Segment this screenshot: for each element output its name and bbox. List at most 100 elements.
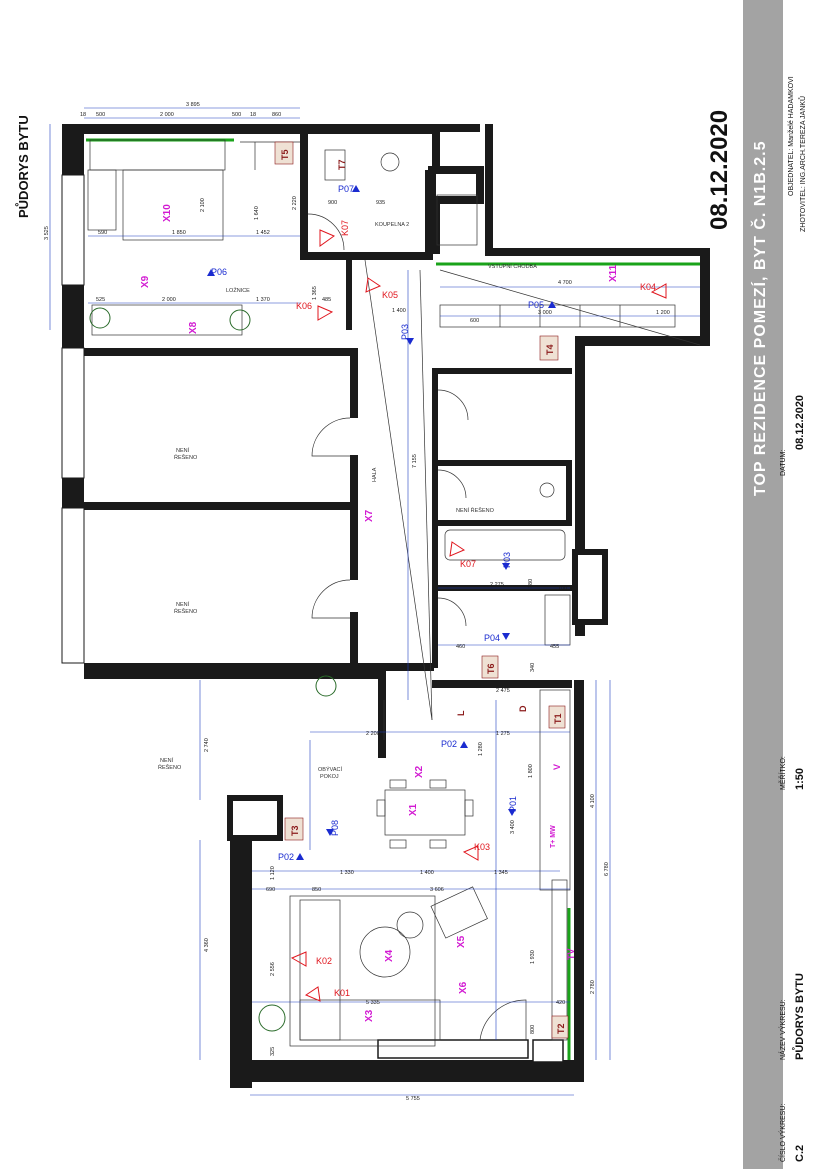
drawing-no-label: ČÍSLO VÝKRESU:: [780, 1103, 787, 1162]
dimension-label: 1 275: [496, 731, 510, 737]
dimension-label: 590: [98, 230, 107, 236]
label-p07: P07: [338, 184, 354, 194]
dimension-label: 5 335: [366, 1000, 380, 1006]
room-neni-3: NENÍ: [160, 757, 174, 764]
label-x11: X11: [608, 264, 619, 282]
label-d: D: [518, 705, 528, 712]
label-p05: P05: [528, 300, 544, 310]
label-p02b: P02: [278, 852, 294, 862]
dimension-label: 500: [96, 112, 105, 118]
label-x5: X5: [456, 935, 467, 948]
dimension-label: 18: [250, 112, 256, 118]
dimension-label: 1 280: [478, 742, 484, 756]
label-k07a: K07: [340, 220, 350, 236]
label-k01: K01: [334, 988, 350, 998]
drawing-name-label: NÁZEV VÝKRESU:: [780, 999, 787, 1060]
dimension-label: 6 780: [604, 862, 610, 876]
dimension-label: 2 780: [590, 980, 596, 994]
dimension-label: 3 895: [186, 102, 200, 108]
dimension-label: 1 850: [172, 230, 186, 236]
label-p01: P01: [508, 796, 518, 812]
label-k04: K04: [640, 282, 656, 292]
dimension-label: 460: [456, 644, 465, 650]
drawing-no-value: C.2: [794, 1144, 806, 1162]
label-tmw: T+ MW: [550, 825, 557, 848]
tag-labels: T5 T1 T3 T2 T4 T6 T7 TV T+ MW V L D: [274, 141, 576, 1039]
dimension-label: 1 365: [312, 286, 318, 300]
label-k06: K06: [296, 301, 312, 311]
dimension-label: 3 606: [430, 887, 444, 893]
room-labels: LOŽNICE KOUPELNA 2 VSTUPNÍ CHODBA HALA O…: [158, 222, 537, 780]
dimension-label: 325: [270, 1047, 276, 1056]
walls: [61, 124, 710, 1088]
dimension-label: 4 100: [590, 794, 596, 808]
room-reseno-1: ŘEŠENO: [174, 453, 198, 461]
dimension-label: 500: [232, 112, 241, 118]
dimension-label: 600: [470, 318, 479, 324]
dimension-label: 2 275: [490, 582, 504, 588]
client-text: OBJEDNATEL: Manželé HADAMKOVI: [788, 76, 795, 196]
scale-label: MĚŘÍTKO:: [780, 756, 787, 790]
dimension-label: 2 000: [162, 297, 176, 303]
date-value: 08.12.2020: [794, 394, 806, 450]
dimension-label: 1 120: [270, 866, 276, 880]
label-x6: X6: [458, 981, 469, 994]
dimension-label: 1 370: [256, 297, 270, 303]
label-t7: T7: [337, 159, 347, 170]
dimension-label: 525: [96, 297, 105, 303]
dimension-label: 900: [328, 200, 337, 206]
dimension-label: 935: [376, 200, 385, 206]
label-x8: X8: [188, 321, 199, 334]
label-t1: T1: [553, 713, 563, 724]
dimension-label: 4 700: [558, 280, 572, 286]
room-neni-reseno-wc: NENÍ ŘEŠENO: [456, 506, 495, 514]
dimension-label: 2 220: [292, 196, 298, 210]
label-p06: P06: [211, 267, 227, 277]
furniture-labels: X1 X2 X3 X4 X5 X6 X7 X8 X9 X10 X11: [140, 204, 619, 1022]
label-t6: T6: [486, 663, 496, 674]
dimension-label: 2 200: [366, 731, 380, 737]
dimension-label: 380: [528, 579, 534, 588]
dimension-label: 1 345: [494, 870, 508, 876]
label-p03b: P03: [502, 552, 512, 568]
label-x2: X2: [414, 765, 425, 778]
label-k03: K03: [474, 842, 490, 852]
dimension-label: 100: [558, 586, 567, 592]
dimension-lines: [49, 107, 700, 1096]
label-k07b: K07: [460, 559, 476, 569]
dimension-label: 1 930: [530, 950, 536, 964]
dimension-label: 2 740: [204, 738, 210, 752]
label-p08: P08: [330, 820, 340, 836]
label-x4: X4: [384, 949, 395, 962]
dimension-label: 800: [530, 1025, 536, 1034]
drawing-name-value: PŮDORYS BYTU: [794, 973, 806, 1060]
room-neni-1: NENÍ: [176, 447, 190, 454]
label-k02: K02: [316, 956, 332, 966]
dimension-label: 1 200: [656, 310, 670, 316]
dimension-label: 5 755: [406, 1096, 420, 1102]
camera-labels: K01 K02 K03 K04 K05 K06 K07 K07: [296, 220, 656, 998]
dimension-label: 3 525: [44, 226, 50, 240]
dimension-label: 18: [80, 112, 86, 118]
label-t2: T2: [556, 1023, 566, 1034]
label-v: V: [552, 764, 562, 770]
room-hala: HALA: [372, 467, 378, 482]
point-markers[interactable]: [207, 185, 556, 860]
dimension-label: 3 000: [538, 310, 552, 316]
title-bar: [743, 0, 783, 1169]
scale-value: 1:50: [794, 767, 806, 790]
room-lozince: LOŽNICE: [226, 286, 250, 294]
label-p03a: P03: [400, 324, 410, 340]
label-t4: T4: [545, 344, 555, 355]
label-t3: T3: [290, 825, 300, 836]
room-reseno-2: ŘEŠENO: [174, 607, 198, 615]
project-title: TOP REZIDENCE POMEZÍ, BYT Č. N1B.2.5: [752, 140, 769, 496]
page-title: PŮDORYS BYTU: [16, 115, 31, 218]
camera-markers: [290, 229, 667, 1002]
label-l: L: [456, 710, 466, 716]
point-labels: P01 P02 P02 P03 P03 P04 P05 P06 P07 P08: [211, 184, 544, 862]
dimension-label: 1 640: [254, 206, 260, 220]
room-koupelna: KOUPELNA 2: [375, 222, 409, 228]
dimension-label: 2 100: [200, 198, 206, 212]
date-label: DATUM:: [780, 449, 787, 476]
